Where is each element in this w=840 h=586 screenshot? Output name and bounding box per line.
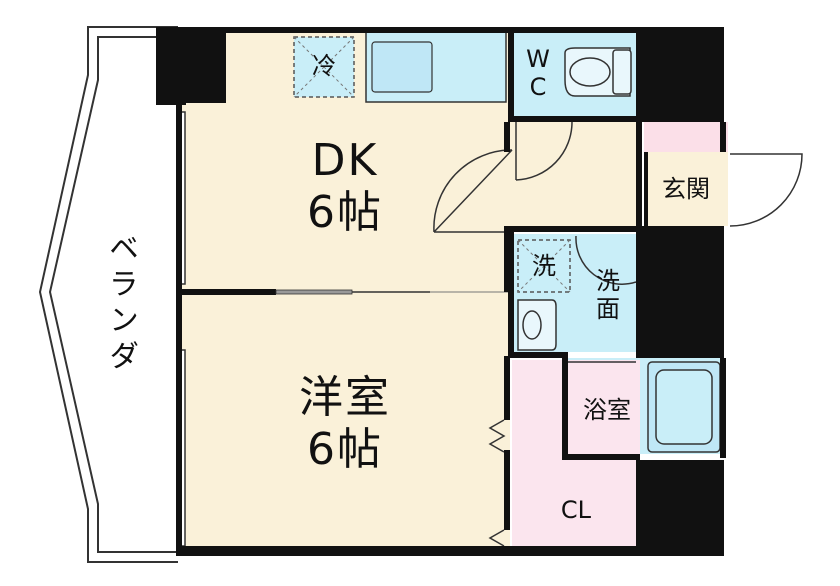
sliding-partition [180, 289, 510, 295]
wc-label-c: C [529, 73, 547, 101]
walls [156, 27, 726, 556]
entrance-label: 玄関 [662, 175, 710, 203]
hall-floor [510, 120, 640, 230]
wc-label: W C [520, 38, 556, 108]
balcony-label: ベランダ [103, 232, 138, 376]
closet-label: CL [560, 496, 592, 524]
washbasin-label: 洗 面 [582, 258, 634, 332]
western-label: 洋室 6帖 [262, 365, 428, 483]
western-label-size: 6帖 [307, 424, 383, 475]
western-label-name: 洋室 [299, 372, 391, 423]
fridge-label: 冷 [312, 52, 336, 80]
entrance-pink [644, 122, 728, 152]
dk-label-name: DK [311, 135, 379, 186]
bathroom-label: 浴室 [583, 396, 631, 424]
closet-doors [488, 419, 506, 547]
washer-label: 洗 [532, 252, 556, 280]
door-swings [433, 121, 803, 363]
wc-label-w: W [526, 45, 550, 73]
entrance-floor [644, 152, 728, 226]
dk-label: DK 6帖 [270, 128, 420, 246]
washbasin-label-1: 洗 [596, 267, 620, 295]
western-floor [180, 292, 510, 554]
wash-basin [517, 299, 557, 351]
kitchen-sink [371, 41, 433, 93]
toilet [564, 47, 632, 97]
dk-label-size: 6帖 [307, 187, 383, 238]
bathtub [647, 361, 721, 453]
washbasin-label-2: 面 [596, 295, 620, 323]
balcony [38, 26, 178, 563]
